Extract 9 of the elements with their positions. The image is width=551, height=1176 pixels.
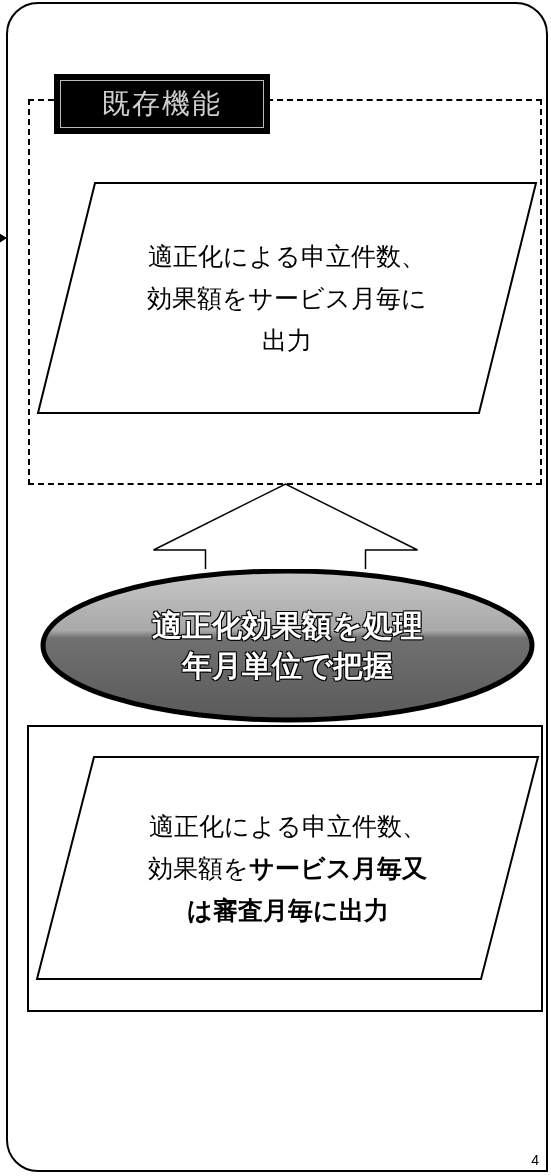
arrow <box>0 233 7 243</box>
section-heading: 既存機能 <box>54 74 270 134</box>
output-text: 適正化による申立件数、効果額をサービス月毎に出力 <box>146 241 428 356</box>
group-box <box>27 725 543 1012</box>
panel-frame <box>6 2 548 1172</box>
highlight-text: 適正化効果額を処理年月単位で把握 <box>151 607 424 684</box>
page-number: 4 <box>531 1152 539 1168</box>
block-arrow <box>152 483 419 570</box>
output-text: 適正化による申立件数、効果額をサービス月毎又は審査月毎に出力 <box>147 811 428 926</box>
